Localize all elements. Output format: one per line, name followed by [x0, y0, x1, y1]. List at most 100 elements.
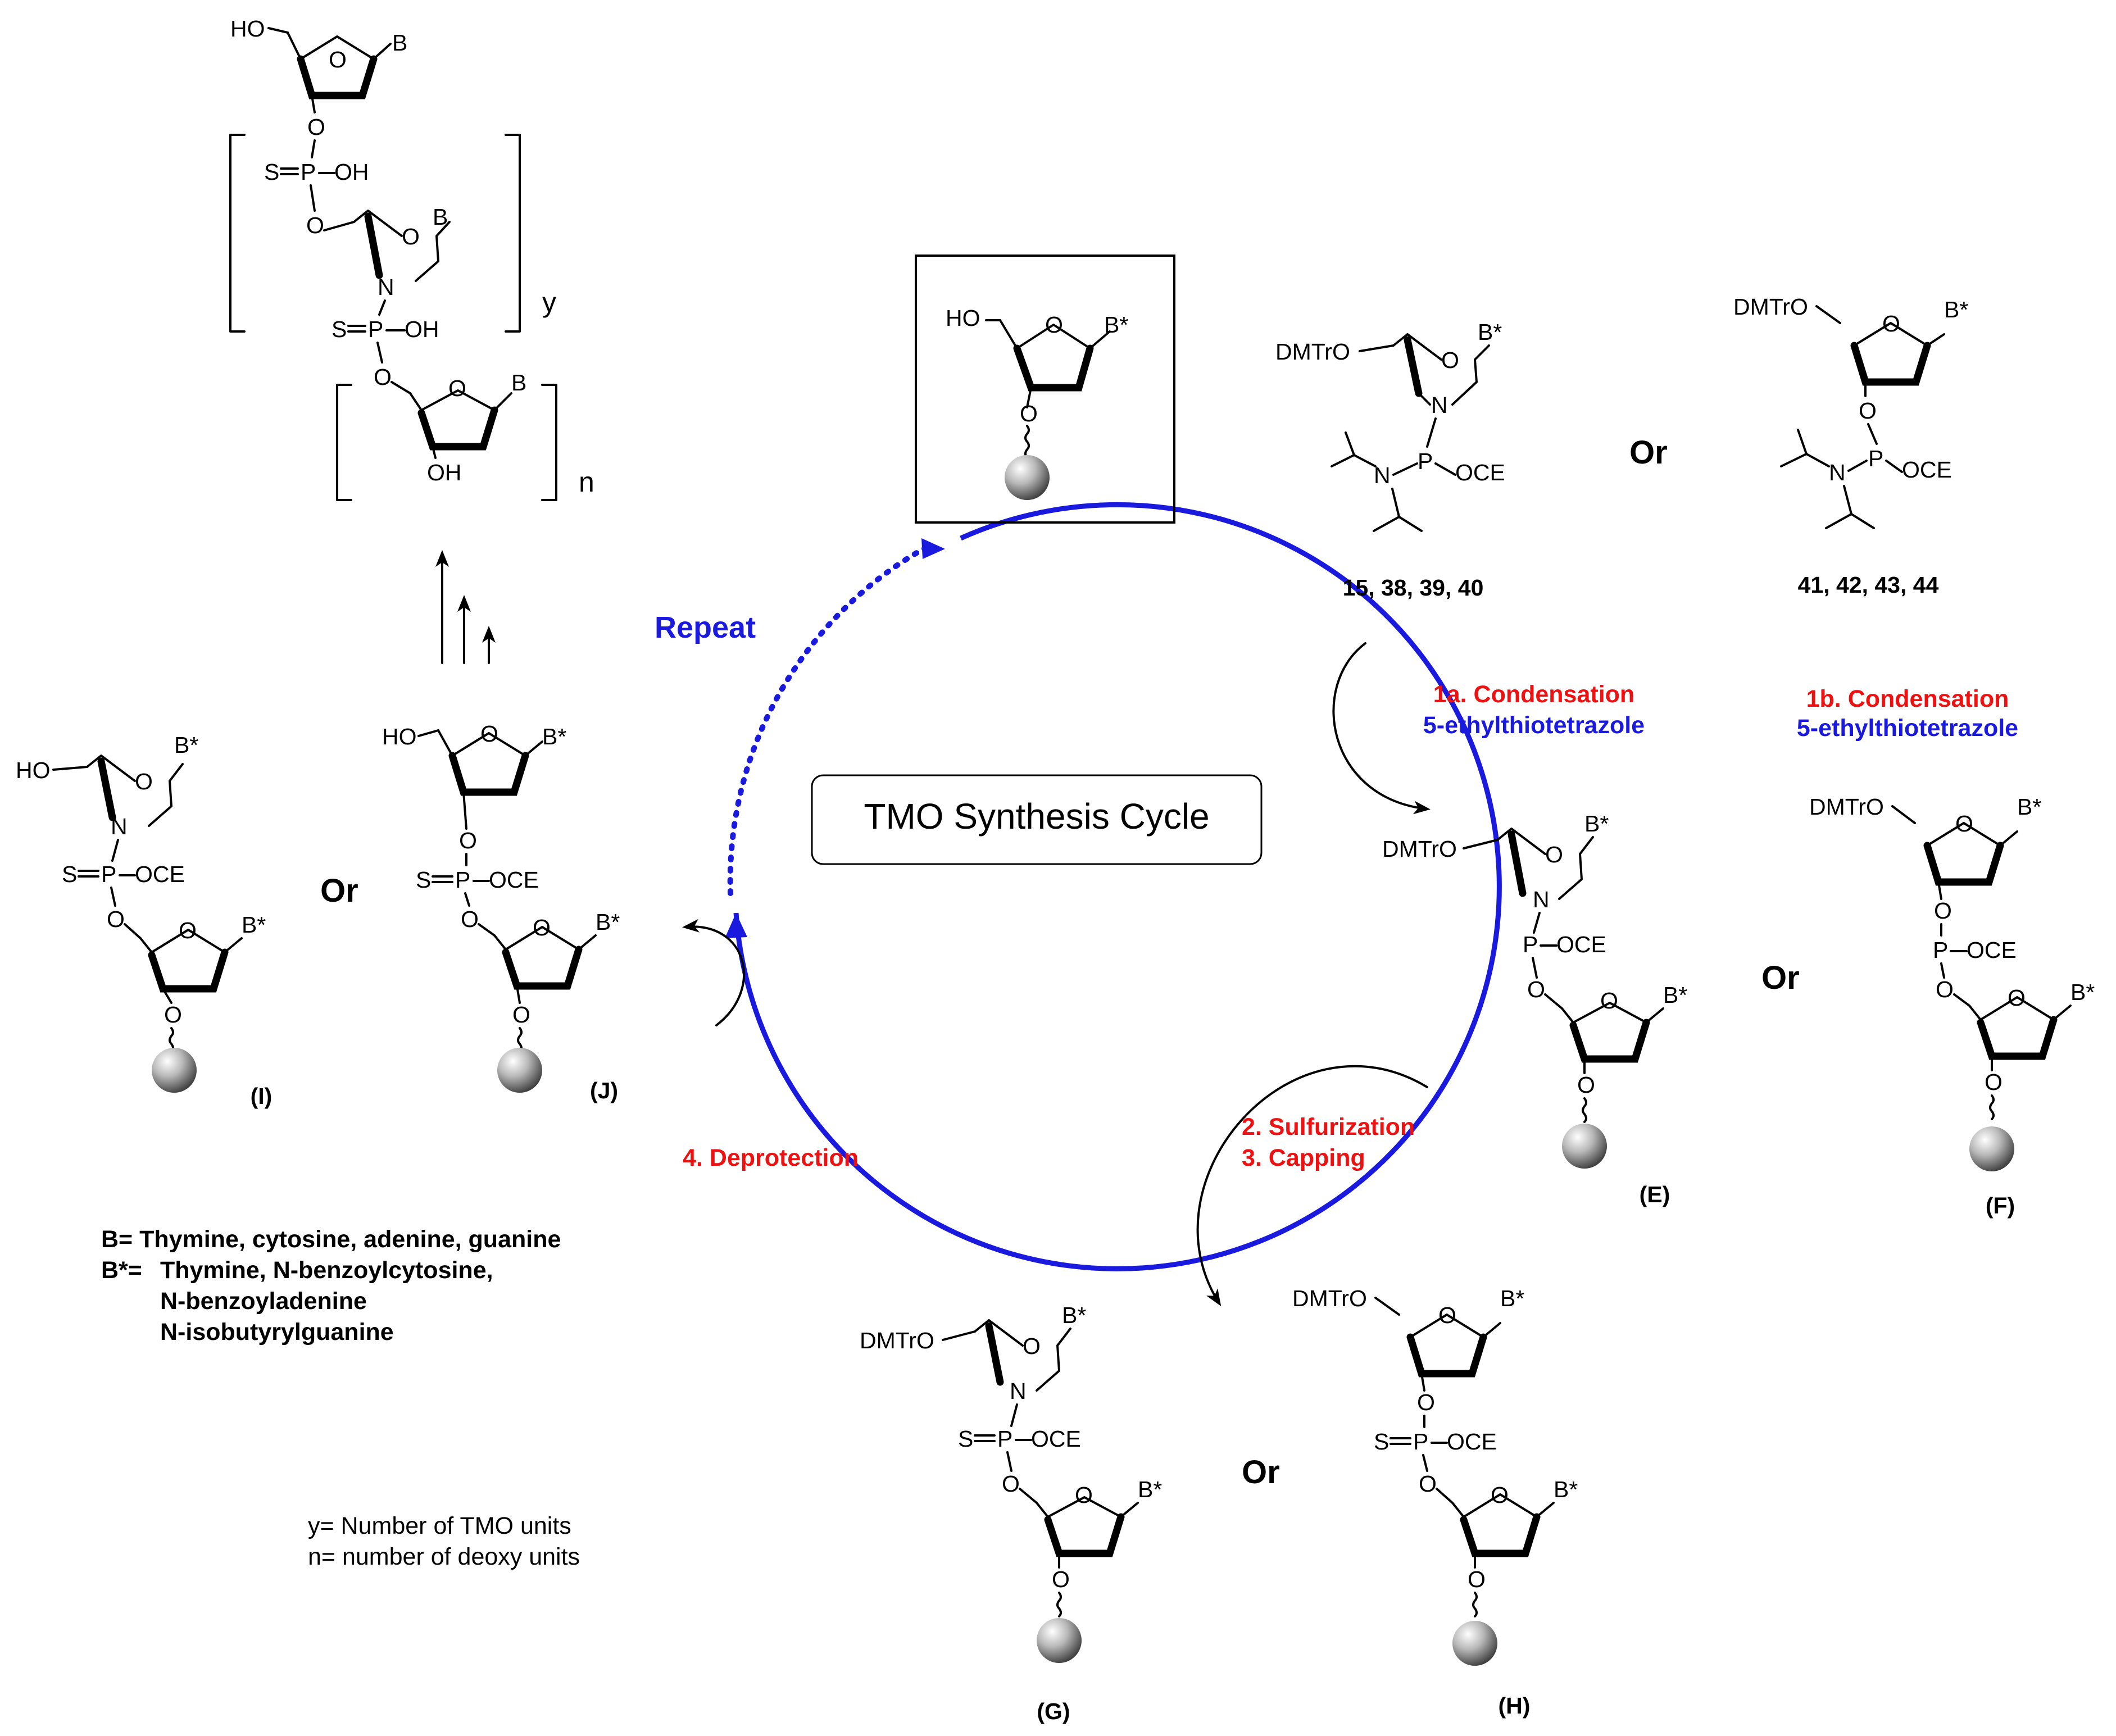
atom-B: B [392, 30, 407, 56]
atom-Bstar: B* [1062, 1302, 1086, 1328]
bracket-y-right [505, 134, 521, 333]
or-GH: Or [1242, 1454, 1280, 1490]
atom-Bstar: B* [242, 912, 266, 938]
atom-O-ring: O [1075, 1482, 1093, 1508]
cycle-title: TMO Synthesis Cycle [864, 796, 1209, 837]
atom-O: O [306, 212, 324, 238]
atom-P: P [1418, 448, 1433, 474]
atom-Bstar: B* [2070, 979, 2095, 1005]
atom-N-amine: N [1829, 460, 1846, 485]
atom-O-ring: O [1045, 312, 1063, 338]
atom-Bstar: B* [1104, 312, 1128, 338]
atom-DMTrO: DMTrO [1382, 836, 1457, 862]
atom-O-ring: O [2008, 985, 2026, 1011]
atom-OH: OH [427, 460, 462, 485]
label-F: (F) [1986, 1193, 2015, 1219]
atom-DMTrO: DMTrO [860, 1328, 934, 1353]
compound-I: HO O B* N P S OCE O O B* O (I) [16, 732, 272, 1109]
atom-Bstar: B* [1944, 297, 1968, 322]
atom-O-morph: O [1023, 1333, 1041, 1359]
label-H: (H) [1499, 1693, 1531, 1719]
atom-O-ring: O [448, 375, 466, 401]
atom-S: S [62, 861, 77, 887]
label-G: (G) [1037, 1698, 1070, 1724]
atom-O-ring: O [533, 915, 551, 940]
atom-OCE: OCE [1455, 460, 1505, 485]
atom-Bstar: B* [2017, 794, 2041, 820]
start-box [915, 255, 1175, 524]
atom-P: P [1523, 931, 1538, 957]
atom-O-3p: O [1934, 898, 1952, 924]
atom-Bstar: B* [542, 724, 566, 749]
atom-O-3p: O [1417, 1389, 1435, 1415]
step-1b-title: 1b. Condensation [1806, 685, 2009, 712]
atom-N: N [111, 814, 128, 839]
bstar-line-3: N-isobutyrylguanine [160, 1319, 394, 1346]
subscript-n: n [579, 466, 594, 498]
atom-O-3p: O [164, 1002, 182, 1028]
atom-OCE: OCE [1447, 1429, 1497, 1455]
atom-O-ring: O [1955, 811, 1973, 837]
atom-S: S [958, 1426, 973, 1452]
deoxy-monomer-ids: 41, 42, 43, 44 [1798, 572, 1939, 598]
atom-P: P [455, 867, 470, 893]
compound-H: DMTrO O B* O P S OCE O O B* O (H) [1292, 1285, 1578, 1719]
atom-N: N [1431, 392, 1448, 418]
compound-F: DMTrO O B* O P OCE O O B* O (F) [1809, 794, 2095, 1219]
atom-Bstar: B* [1500, 1285, 1524, 1311]
atom-N: N [1010, 1378, 1027, 1404]
atom-DMTrO: DMTrO [1809, 794, 1884, 820]
atom-O-5p: O [1936, 976, 1954, 1002]
atom-O-ring: O [480, 721, 498, 747]
atom-O-ring: O [1600, 988, 1618, 1014]
atom-OCE: OCE [1031, 1426, 1081, 1452]
atom-Bstar: B* [1478, 319, 1502, 345]
bracket-y-left [229, 134, 246, 333]
b-definition: B= Thymine, cytosine, adenine, guanine [101, 1226, 561, 1253]
atom-N: N [1533, 887, 1550, 912]
atom-N: N [378, 274, 394, 300]
repeat-label: Repeat [655, 611, 756, 644]
atom-O-5p: O [461, 906, 479, 932]
cycle-return-arrowhead [725, 913, 747, 938]
cycle-arc [733, 502, 1502, 1271]
bstar-line-1: Thymine, N-benzoylcytosine, [160, 1257, 493, 1284]
atom-HO: HO [16, 757, 51, 783]
atom-O-5p: O [1527, 976, 1545, 1002]
atom-S: S [264, 159, 279, 185]
compound-J: HO O B* O P S OCE O O B* O (J) [382, 721, 620, 1103]
atom-O-ring: O [1882, 311, 1900, 337]
atom-S: S [1374, 1429, 1389, 1455]
atom-OCE: OCE [1902, 457, 1952, 483]
atom-OCE: OCE [1556, 931, 1606, 957]
step-4-label: 4. Deprotection [683, 1144, 859, 1171]
atom-Bstar: B* [1554, 1476, 1578, 1502]
step-1a-reagent: 5-ethylthiotetrazole [1423, 712, 1645, 739]
bracket-n-left [336, 384, 352, 501]
condensation-arrow [1332, 642, 1431, 815]
atom-O-5p: O [1419, 1471, 1437, 1497]
compound-E: DMTrO O B* N P OCE O O B* O (E) [1382, 811, 1687, 1207]
atom-OH: OH [405, 316, 439, 342]
atom-OH: OH [334, 159, 369, 185]
tmo-monomer-ids: 15, 38, 39, 40 [1343, 575, 1484, 601]
atom-O-5p: O [107, 906, 125, 932]
atom-Bstar: B* [174, 732, 198, 758]
step-1b-reagent: 5-ethylthiotetrazole [1797, 715, 2018, 742]
atom-O-morph: O [135, 769, 153, 794]
atom-B: B [511, 370, 526, 396]
sulfurization-arrow [1196, 1065, 1428, 1307]
atom-O-3p: O [1985, 1069, 2003, 1095]
atom-P: P [1413, 1429, 1428, 1455]
atom-O-ring: O [1438, 1302, 1456, 1328]
units-key: y= Number of TMO units n= number of deox… [308, 1512, 580, 1570]
bracket-n-right [541, 384, 557, 501]
atom-O-3p: O [1859, 398, 1877, 424]
deprotection-arrow [682, 919, 745, 1026]
atom-P: P [368, 316, 383, 342]
atom-B: B [433, 204, 448, 230]
step-1a-title: 1a. Condensation [1433, 681, 1634, 708]
atom-HO: HO [382, 724, 417, 749]
atom-N-amine: N [1374, 462, 1391, 488]
bstar-prefix: B*= [101, 1257, 142, 1284]
